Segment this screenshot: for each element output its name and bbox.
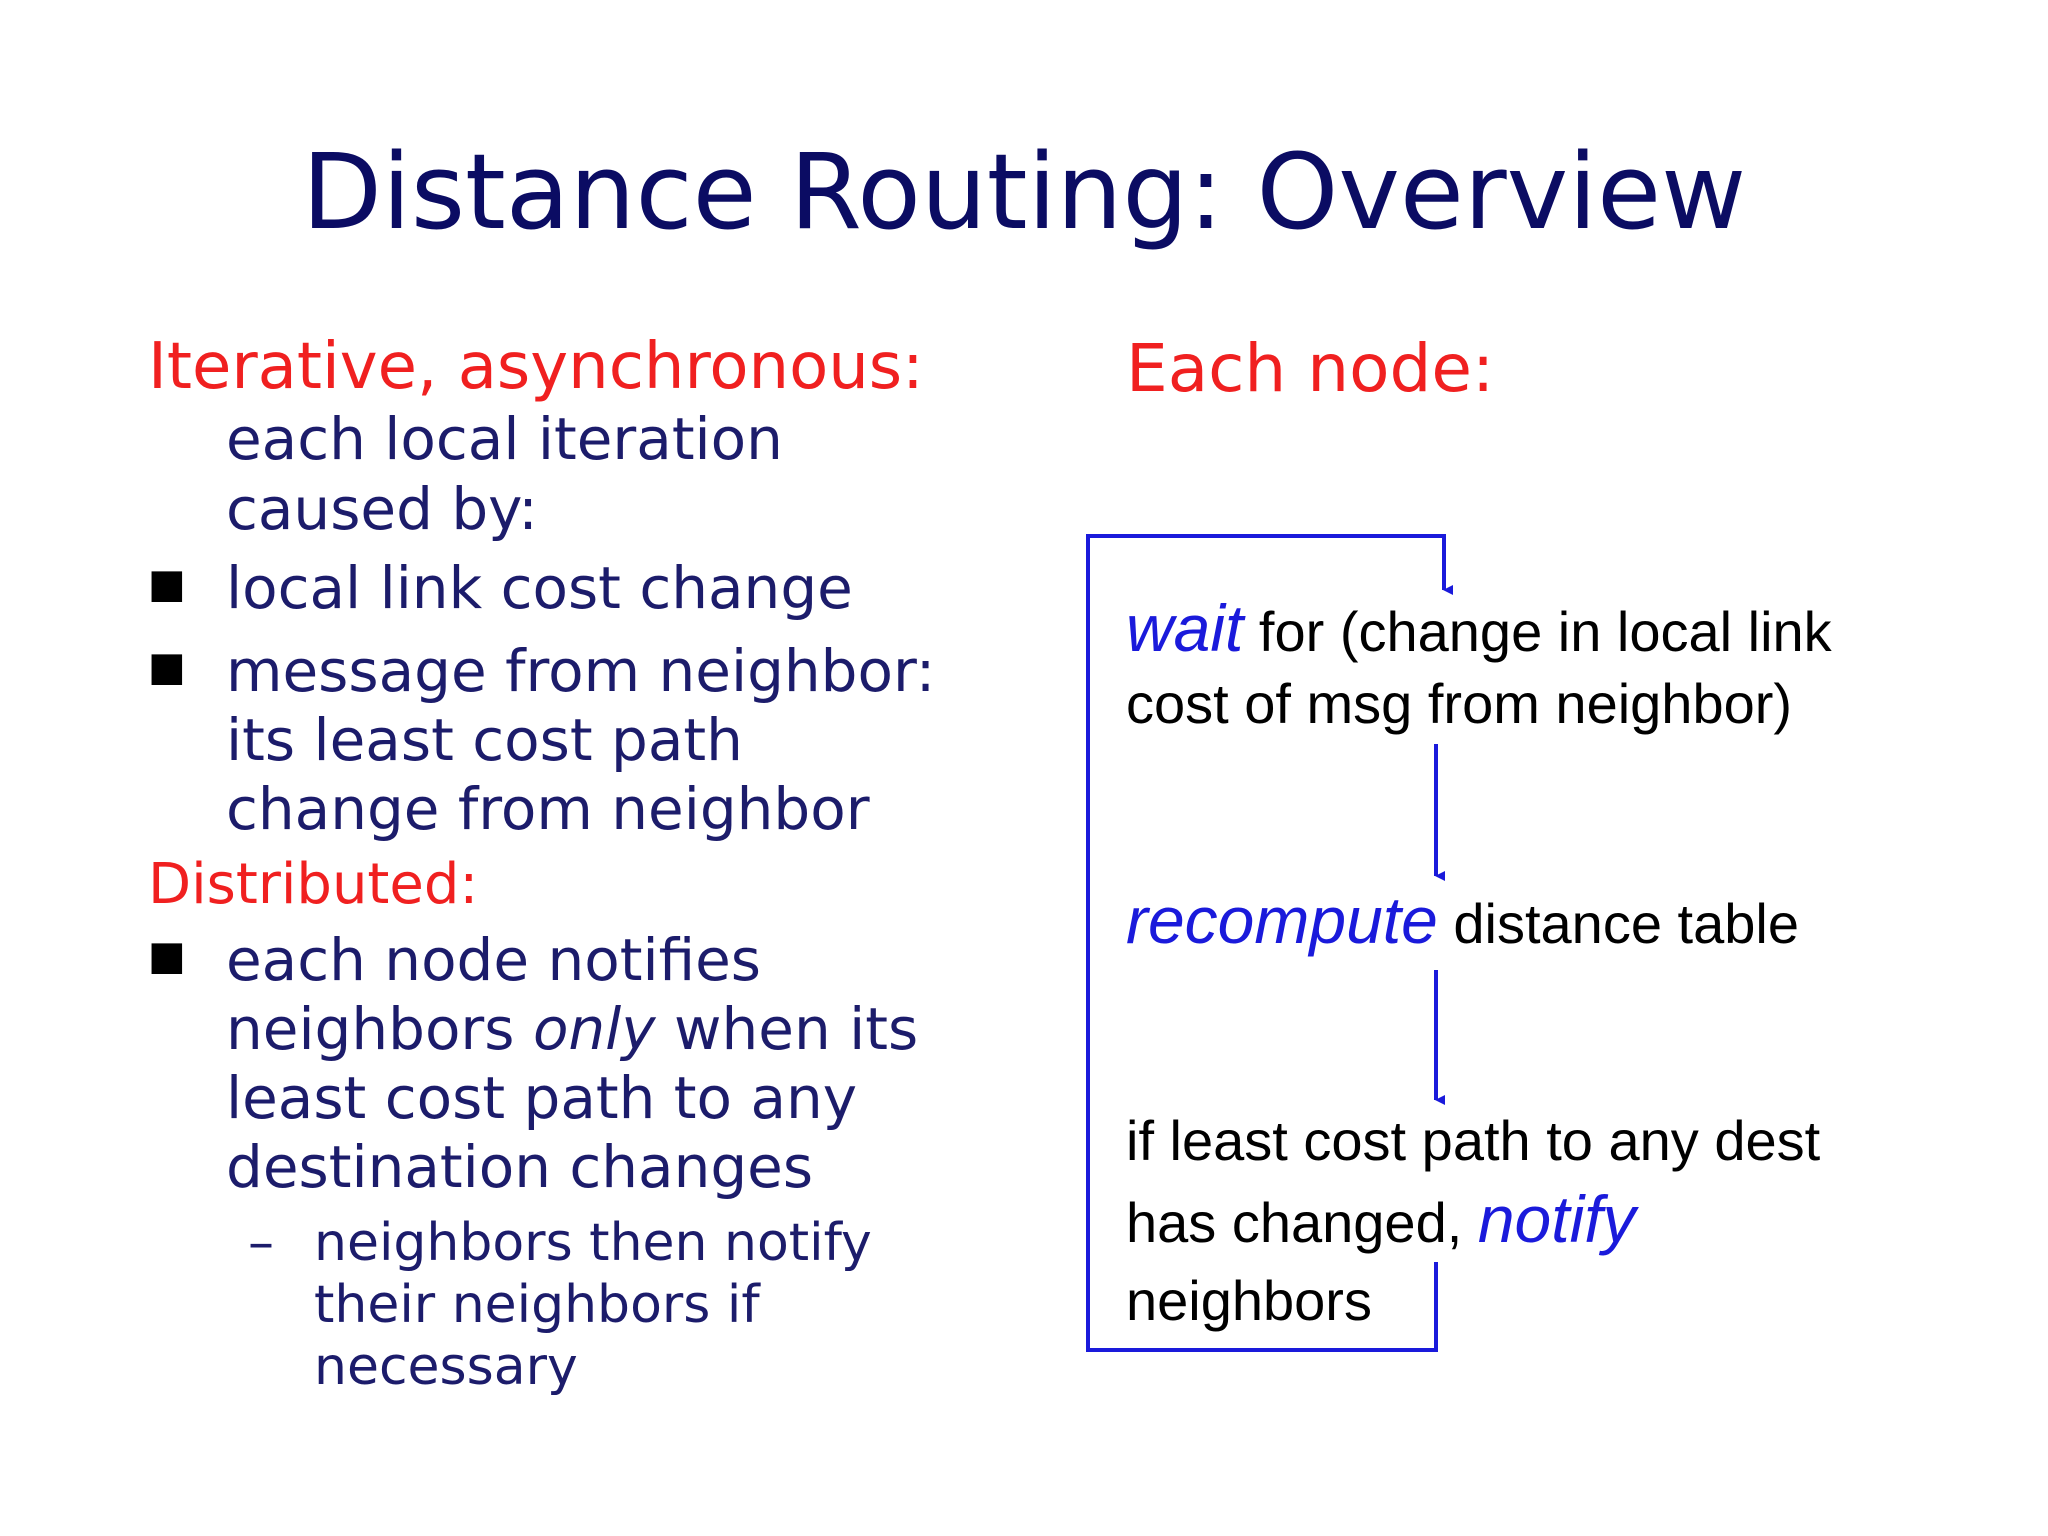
bullet-square-icon: ■ xyxy=(148,644,186,690)
bullet-text: each node notifies neighbors only when i… xyxy=(226,926,968,1202)
step-wait-text: for (change in local link cost of msg fr… xyxy=(1126,600,1832,735)
left-column: Iterative, asynchronous: each local iter… xyxy=(148,330,968,1398)
step-recompute: recompute distance table xyxy=(1126,884,1886,960)
slide-title: Distance Routing: Overview xyxy=(301,131,1747,253)
step-notify-tail: neighbors xyxy=(1126,1269,1372,1332)
keyword-wait: wait xyxy=(1126,591,1244,665)
step-recompute-text: distance table xyxy=(1437,892,1799,955)
bullet-square-icon: ■ xyxy=(148,561,186,607)
bullet-text-part: each node notifies neighbors xyxy=(226,926,762,1063)
bullet-text-part: when its least cost path to any destinat… xyxy=(226,995,919,1201)
intro-text: each local iteration caused by: xyxy=(226,405,783,543)
step-notify-text: if least cost path to any dest has chang… xyxy=(1126,1109,1821,1254)
bullet-square-icon: ■ xyxy=(148,933,186,979)
step-notify: if least cost path to any dest has chang… xyxy=(1126,1102,1886,1340)
dash-icon: – xyxy=(248,1213,274,1273)
bullet-text: local link cost change xyxy=(226,554,853,622)
bullet-item: ■ each node notifies neighbors only when… xyxy=(148,926,968,1202)
bullet-text: message from neighbor: its least cost pa… xyxy=(226,637,936,843)
loop-connector xyxy=(1086,534,1453,1352)
sub-bullet-item: – neighbors then notify their neighbors … xyxy=(248,1212,968,1398)
step-wait: wait for (change in local link cost of m… xyxy=(1126,592,1886,740)
bullet-item: ■ local link cost change xyxy=(148,554,968,623)
heading-distributed: Distributed: xyxy=(148,852,479,917)
heading-iterative: Iterative, asynchronous: xyxy=(148,330,924,404)
emphasis-only: only xyxy=(532,995,656,1063)
keyword-recompute: recompute xyxy=(1126,883,1438,957)
keyword-notify: notify xyxy=(1477,1182,1636,1256)
bullet-item: ■ message from neighbor: its least cost … xyxy=(148,637,968,844)
heading-each-node: Each node: xyxy=(1126,330,1495,407)
sub-bullet-text: neighbors then notify their neighbors if… xyxy=(314,1213,872,1397)
